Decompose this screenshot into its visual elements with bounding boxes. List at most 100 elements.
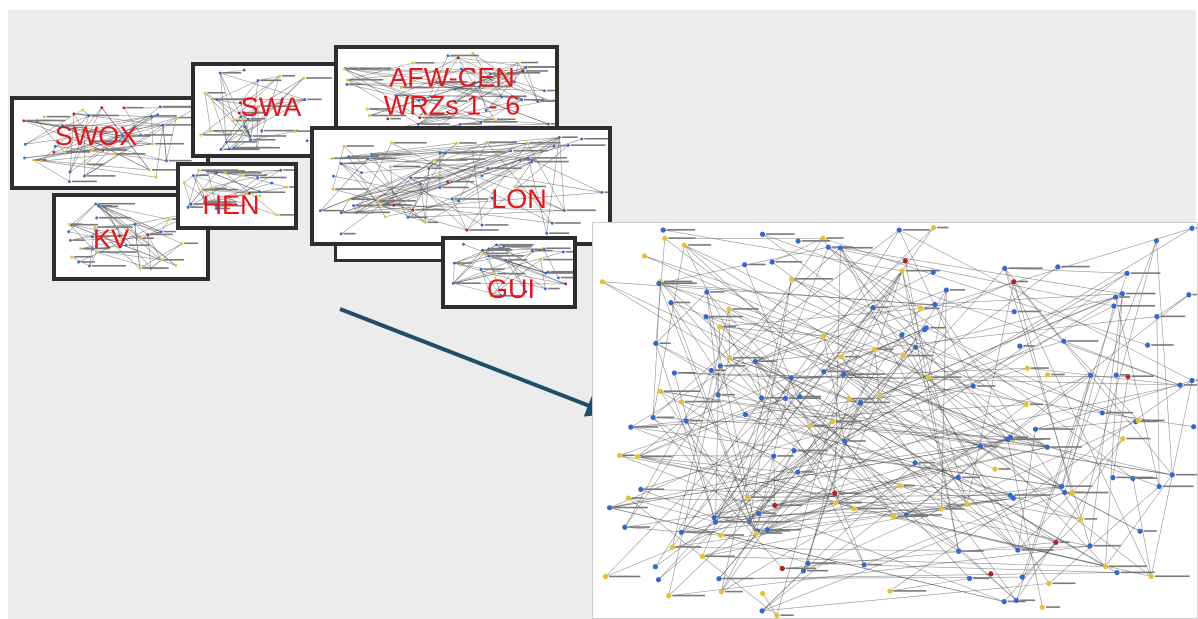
network-node [215, 171, 218, 175]
network-node [718, 589, 724, 595]
network-edge [873, 293, 1123, 308]
network-edge [346, 81, 515, 85]
node-label-mark [675, 546, 702, 548]
network-edge [840, 247, 968, 505]
network-node [1044, 444, 1050, 450]
node-label-mark [195, 174, 209, 177]
network-edge [344, 68, 491, 75]
network-node [484, 109, 488, 112]
network-node [524, 290, 528, 294]
network-edge [772, 237, 823, 263]
network-edge [686, 420, 750, 523]
node-label-mark [852, 397, 875, 400]
node-label-mark [450, 54, 479, 57]
network-edge [674, 372, 715, 518]
network-node [832, 490, 838, 497]
node-label-mark [105, 149, 126, 151]
node-label-mark [168, 159, 192, 162]
network-edge [347, 79, 419, 125]
network-node [712, 519, 719, 525]
network-node [122, 106, 126, 110]
node-label-mark [218, 204, 245, 207]
network-edge [1013, 281, 1173, 476]
network-node [83, 163, 87, 166]
node-label-mark [838, 492, 862, 495]
network-node [240, 174, 244, 177]
network-edge [637, 456, 942, 510]
node-label-mark [101, 205, 113, 207]
node-label-mark [1195, 227, 1197, 229]
node-label-mark [190, 206, 204, 208]
network-node [1153, 238, 1160, 244]
network-edge [658, 283, 904, 357]
network-node [622, 524, 628, 530]
node-label-mark [522, 159, 536, 161]
node-label-mark [584, 137, 608, 140]
node-label-mark [945, 508, 965, 510]
network-node [1017, 343, 1023, 349]
network-edge [762, 583, 1049, 612]
network-node [480, 174, 484, 178]
node-label-mark [1017, 280, 1028, 283]
network-node [331, 187, 335, 191]
zone-card-lon [310, 126, 612, 246]
node-label-mark [1175, 473, 1197, 476]
network-node [1169, 472, 1175, 478]
network-edge [843, 329, 925, 375]
node-label-mark [356, 204, 391, 207]
network-node [530, 160, 534, 164]
network-node [124, 244, 128, 247]
zone-card-afw-cen [334, 45, 559, 137]
network-edge [240, 77, 304, 118]
network-node [180, 242, 184, 245]
network-edge [89, 252, 97, 267]
network-node [830, 419, 836, 425]
network-edge [461, 68, 522, 101]
network-node [90, 235, 94, 239]
network-node [339, 162, 343, 165]
network-edge [843, 374, 1141, 532]
network-edge [345, 68, 502, 98]
network-node [258, 194, 262, 198]
node-label-mark [236, 146, 270, 149]
node-label-mark [909, 514, 943, 516]
node-label-mark [566, 209, 596, 212]
network-node [930, 225, 937, 231]
network-node [246, 117, 250, 121]
network-node [1087, 372, 1094, 378]
network-node [717, 363, 723, 369]
arrow-shaft [339, 307, 611, 417]
network-edge [609, 446, 981, 508]
network-node [411, 208, 415, 212]
network-node [456, 56, 460, 60]
node-label-mark [759, 532, 783, 534]
network-edge [1115, 297, 1160, 487]
network-edge [874, 349, 1048, 448]
network-node [545, 231, 549, 235]
node-label-mark [524, 98, 545, 101]
network-node [666, 593, 672, 599]
network-node [68, 180, 71, 183]
network-edge [755, 361, 792, 378]
network-node [248, 134, 252, 138]
network-node [779, 565, 785, 572]
node-label-mark [73, 223, 99, 226]
node-label-mark [349, 78, 384, 81]
node-label-mark [26, 119, 52, 122]
network-node [1039, 604, 1045, 610]
network-edge [69, 106, 161, 173]
node-label-mark [1052, 582, 1076, 585]
network-node [197, 168, 201, 172]
network-node [800, 568, 807, 574]
node-label-mark [1021, 549, 1054, 551]
network-edge [713, 307, 874, 518]
network-node [502, 245, 506, 249]
network-edge [681, 401, 916, 464]
network-node [482, 252, 485, 256]
network-edge [715, 486, 1062, 523]
network-node [249, 138, 253, 142]
network-node [1078, 516, 1084, 522]
network-node [858, 399, 864, 406]
node-label-mark [227, 172, 262, 174]
network-edge [720, 349, 875, 536]
